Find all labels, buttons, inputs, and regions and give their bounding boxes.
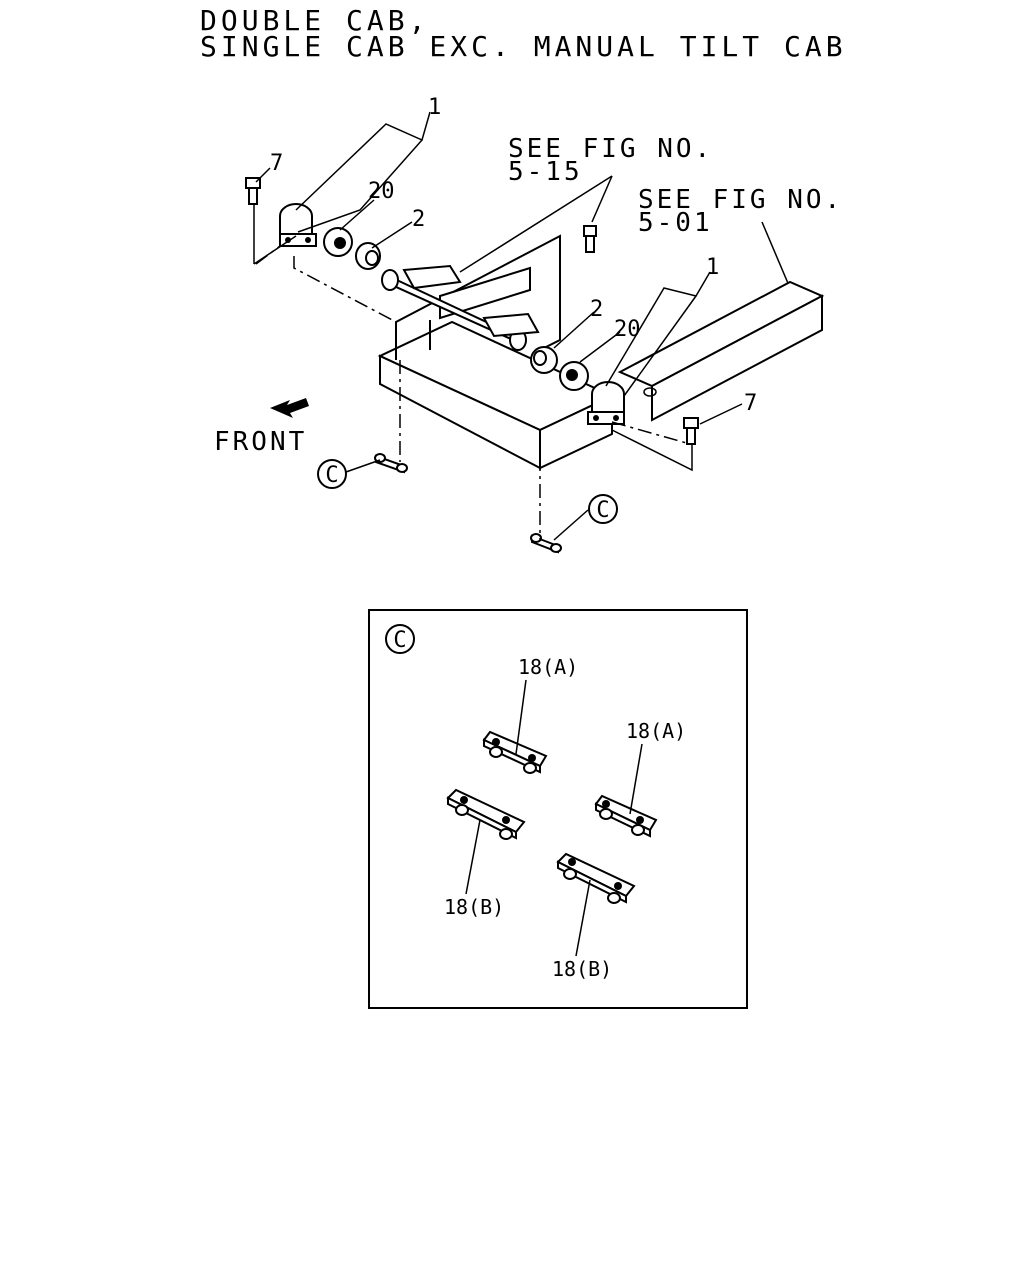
svg-text:C: C bbox=[325, 463, 338, 488]
detail-c-bolt-left bbox=[374, 453, 408, 474]
bracket-right bbox=[587, 381, 625, 425]
callout-20-right: 20 bbox=[614, 317, 641, 342]
detail-c-panel-marker: C bbox=[385, 624, 415, 654]
see-fig-5-01-line1: SEE FIG NO. bbox=[638, 185, 843, 215]
reference-leaders bbox=[459, 175, 791, 289]
detail-c-bolt-right bbox=[530, 533, 562, 554]
see-fig-5-15-line1: SEE FIG NO. bbox=[508, 134, 713, 164]
detail-c-panel: C bbox=[368, 609, 748, 1009]
label-18b-right: 18(B) bbox=[552, 957, 612, 981]
bushing-right bbox=[559, 361, 589, 391]
bracket-left bbox=[279, 203, 317, 247]
see-fig-5-01-line2: 5-01 bbox=[638, 208, 713, 238]
detail-c-marker-left: C bbox=[317, 459, 347, 489]
plate-18b-right bbox=[556, 852, 636, 904]
plate-18a-top bbox=[482, 730, 548, 774]
see-fig-5-15-line2: 5-15 bbox=[508, 157, 583, 187]
callout-2-left: 2 bbox=[412, 207, 425, 232]
bushing-left bbox=[323, 227, 353, 257]
svg-text:C: C bbox=[393, 628, 406, 653]
collar-left bbox=[355, 242, 381, 270]
pivot-shaft bbox=[381, 264, 540, 351]
bolt-fig-5-15 bbox=[583, 225, 597, 253]
label-18a-top: 18(A) bbox=[518, 655, 578, 679]
callout-7-right: 7 bbox=[744, 391, 757, 416]
front-label: FRONT bbox=[214, 427, 307, 457]
callout-1-left: 1 bbox=[428, 95, 441, 120]
diagram-title-line2: SINGLE CAB EXC. MANUAL TILT CAB bbox=[200, 30, 847, 63]
bolt-right bbox=[683, 417, 699, 445]
bolt-left bbox=[245, 177, 261, 205]
collar-right bbox=[530, 346, 558, 374]
callout-20-left: 20 bbox=[368, 179, 395, 204]
callout-2-right: 2 bbox=[590, 297, 603, 322]
plate-18a-right bbox=[594, 794, 658, 838]
callout-7-left: 7 bbox=[270, 151, 283, 176]
callout-leaders bbox=[253, 111, 743, 541]
assembly-lines bbox=[255, 245, 691, 540]
diagram-title-line1: DOUBLE CAB, bbox=[200, 4, 429, 37]
detail-c-marker-right: C bbox=[588, 494, 618, 524]
label-18a-right: 18(A) bbox=[626, 719, 686, 743]
front-arrow-icon bbox=[270, 398, 309, 418]
svg-text:C: C bbox=[596, 498, 609, 523]
plate-18b-left bbox=[446, 788, 526, 840]
label-18b-left: 18(B) bbox=[444, 895, 504, 919]
callout-1-right: 1 bbox=[706, 255, 719, 280]
